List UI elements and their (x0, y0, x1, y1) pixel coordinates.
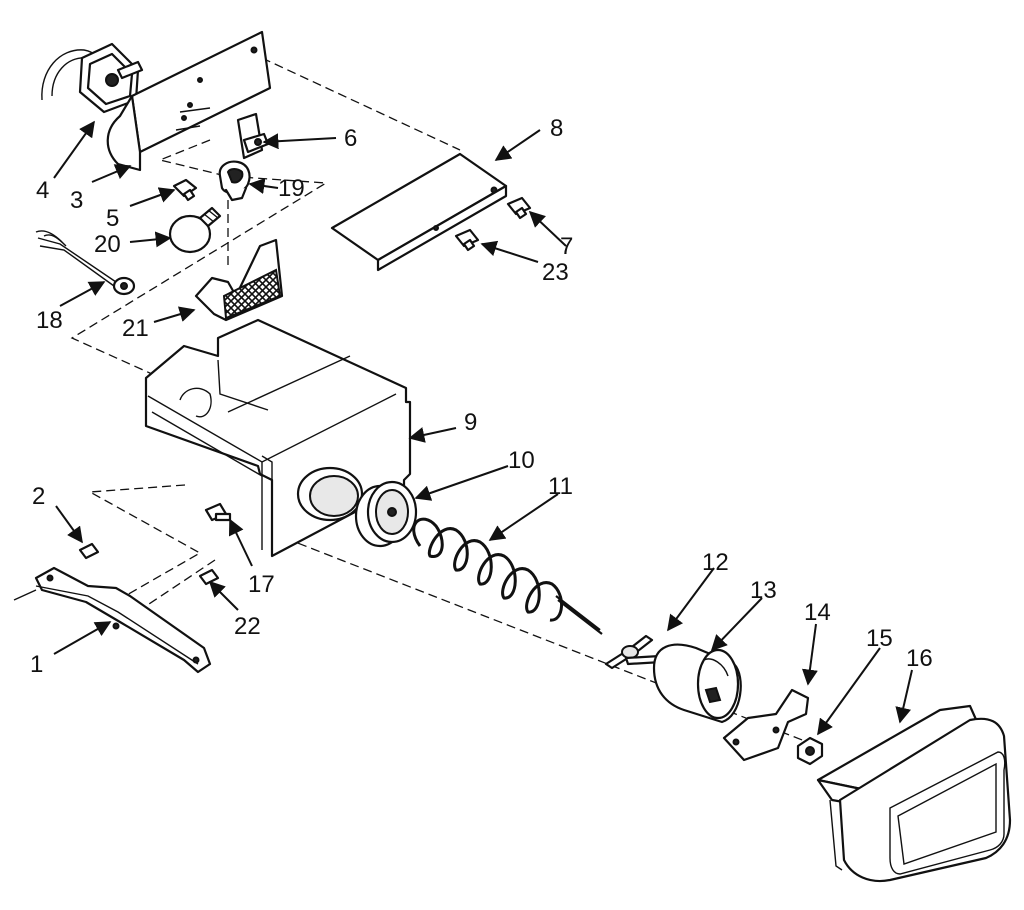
socket-part (218, 160, 251, 202)
callout-3: 3 (70, 187, 83, 214)
ice-bin-housing-part (144, 318, 412, 558)
screw-part-2 (78, 542, 100, 560)
callout-9: 9 (464, 409, 477, 436)
callout-13: 13 (750, 577, 777, 604)
bearing-cap-part (354, 480, 418, 548)
cover-plate-part (330, 152, 508, 272)
callout-11: 11 (548, 473, 573, 500)
callout-22: 22 (234, 613, 261, 640)
callout-5: 5 (106, 205, 119, 232)
callout-labels: 1 2 3 4 5 6 7 8 9 10 11 12 13 14 15 16 1… (30, 115, 933, 678)
callout-16: 16 (906, 645, 933, 672)
motor-part (41, 42, 144, 114)
callout-17: 17 (248, 571, 275, 598)
mounting-plate-part (106, 30, 272, 172)
auger-drum-part (652, 643, 742, 724)
callout-23: 23 (542, 259, 569, 286)
screw-part-17 (204, 502, 232, 522)
callout-21: 21 (122, 315, 149, 342)
clip-part (236, 112, 270, 160)
lamp-bulb-part (168, 206, 222, 254)
callout-20: 20 (94, 231, 121, 258)
front-cover-part (816, 704, 1012, 883)
guide-lines (70, 57, 816, 746)
bracket-part (722, 688, 810, 762)
screw-part-7 (506, 196, 532, 220)
nut-part (796, 736, 824, 766)
callout-6: 6 (344, 125, 357, 152)
callout-15: 15 (866, 625, 893, 652)
callout-10: 10 (508, 447, 535, 474)
auger-spring-part (412, 517, 603, 635)
screw-part-23 (454, 228, 480, 252)
screw-part-22 (198, 568, 220, 586)
leader-lines (53, 120, 913, 736)
mesh-shield-part (194, 238, 284, 322)
wire-harness-part (35, 230, 136, 296)
callout-8: 8 (550, 115, 563, 142)
shaft-hub-part (604, 634, 664, 670)
callout-1: 1 (30, 651, 43, 678)
callout-7: 7 (560, 233, 573, 260)
callout-2: 2 (32, 483, 45, 510)
screw-part-5 (172, 178, 198, 202)
callout-19: 19 (278, 175, 305, 202)
mounting-rail-part (13, 566, 212, 674)
callout-4: 4 (36, 177, 49, 204)
callout-14: 14 (804, 599, 831, 626)
callout-12: 12 (702, 549, 729, 576)
callout-18: 18 (36, 307, 63, 334)
